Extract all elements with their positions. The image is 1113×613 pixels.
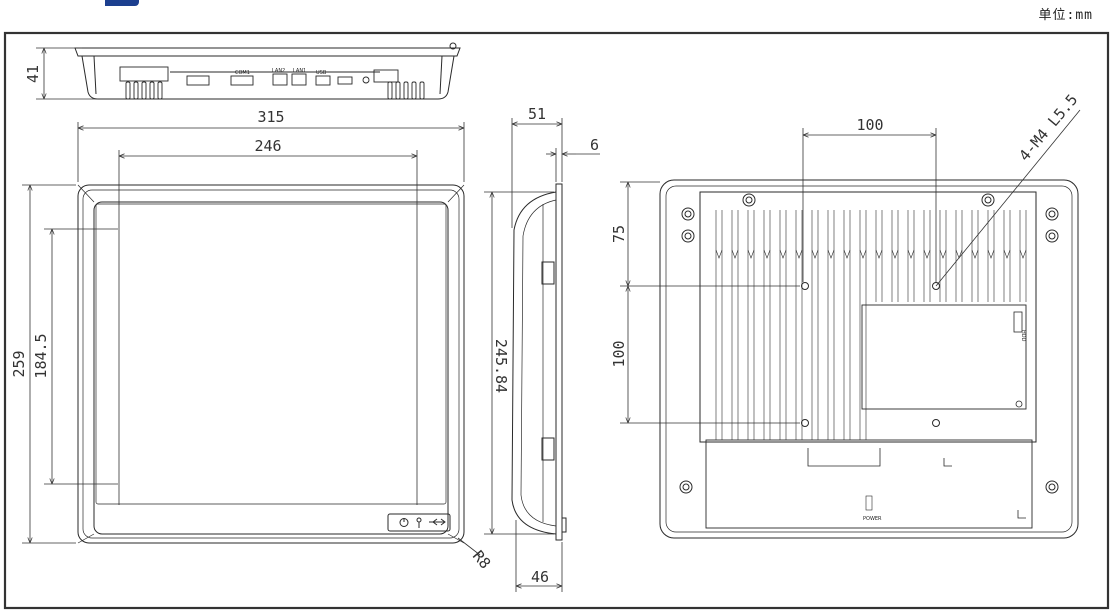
- mounting-boss: [1048, 483, 1056, 491]
- heatsink-fin-notch: [907, 249, 915, 259]
- port-label-lan2: LAN2: [272, 68, 285, 74]
- dim-overall-width-label: 315: [257, 108, 284, 126]
- dim-side-height-label: 245.84: [492, 339, 510, 393]
- heatsink-fin-notch: [715, 249, 723, 259]
- dim-top-depth-label: 41: [24, 65, 42, 83]
- dim-vesa-vertical: [620, 286, 800, 424]
- dim-display-width: [118, 150, 418, 505]
- dim-overall-height: [22, 184, 76, 544]
- brand-mark: [105, 0, 139, 6]
- port-label-usb: USB: [316, 70, 327, 76]
- mounting-boss: [684, 210, 692, 218]
- dim-bezel-thickness-label: 6: [590, 136, 599, 154]
- dim-bezel-thickness: [546, 148, 600, 182]
- heatsink-fin-notch: [891, 249, 899, 259]
- dim-side-depth-top-label: 51: [528, 105, 546, 123]
- dim-vesa-offset: [620, 181, 800, 287]
- heatsink-fin-notch: [987, 249, 995, 259]
- dim-vesa-horizontal: [802, 128, 937, 282]
- mounting-boss: [681, 229, 695, 243]
- heatsink-fin-notch: [763, 249, 771, 259]
- dim-vesa-vertical-label: 100: [610, 340, 628, 367]
- heatsink-fin-notch: [875, 249, 883, 259]
- heatsink-fin-notch: [939, 249, 947, 259]
- heatsink-fin-notch: [811, 249, 819, 259]
- dim-side-depth-bottom: [515, 520, 563, 592]
- heatsink-fin-notch: [827, 249, 835, 259]
- mounting-boss: [742, 193, 756, 207]
- mounting-boss: [684, 232, 692, 240]
- side-view: [511, 183, 567, 541]
- heatsink-fin-notch: [955, 249, 963, 259]
- drawing-frame: [3, 31, 1110, 610]
- dim-top-depth: [36, 47, 98, 100]
- mounting-boss: [1048, 232, 1056, 240]
- dim-side-depth-bottom-label: 46: [531, 568, 549, 586]
- dim-side-depth-top: [511, 118, 563, 228]
- heatsink-fin-notch: [859, 249, 867, 259]
- dim-display-width-label: 246: [254, 137, 281, 155]
- heatsink-fin-notch: [731, 249, 739, 259]
- mounting-boss: [682, 483, 690, 491]
- port-label-com1: COM1: [235, 70, 250, 76]
- dim-side-height: [484, 191, 554, 535]
- heatsink-fin-notch: [747, 249, 755, 259]
- mounting-boss: [1048, 210, 1056, 218]
- mount-screw-label: 4-M4 L5.5: [1015, 91, 1081, 165]
- dim-display-height: [44, 228, 118, 485]
- top-view: [74, 42, 461, 100]
- front-view: [77, 184, 465, 544]
- power-label: POWER: [863, 516, 882, 522]
- mounting-boss: [679, 480, 693, 494]
- heatsink-fin-notch: [779, 249, 787, 259]
- heatsink-fin-notch: [1019, 249, 1027, 259]
- heatsink-fin-notch: [795, 249, 803, 259]
- mounting-boss: [1045, 207, 1059, 221]
- mounting-boss: [681, 207, 695, 221]
- heatsink-fin-notch: [971, 249, 979, 259]
- mounting-boss: [1045, 480, 1059, 494]
- mounting-boss: [981, 193, 995, 207]
- dim-overall-width: [77, 122, 465, 182]
- rear-view: [659, 179, 1079, 539]
- unit-label: 单位:mm: [1038, 8, 1093, 23]
- mounting-boss: [745, 196, 753, 204]
- mounting-boss: [984, 196, 992, 204]
- dim-vesa-horizontal-label: 100: [856, 116, 883, 134]
- mounting-boss: [1045, 229, 1059, 243]
- dim-radius-label: R8: [469, 547, 494, 572]
- hdd-label: HDD: [1020, 330, 1026, 342]
- heatsink-fin-notch: [843, 249, 851, 259]
- dim-display-height-label: 184.5: [32, 333, 50, 378]
- dim-overall-height-label: 259: [10, 350, 28, 377]
- port-label-lan1: LAN1: [293, 68, 306, 74]
- heatsink-fin-notch: [923, 249, 931, 259]
- mount-screw-leader: [935, 109, 1081, 287]
- heatsink-fin-notch: [1003, 249, 1011, 259]
- radius-leader: [457, 537, 481, 556]
- dim-vesa-offset-label: 75: [610, 225, 628, 243]
